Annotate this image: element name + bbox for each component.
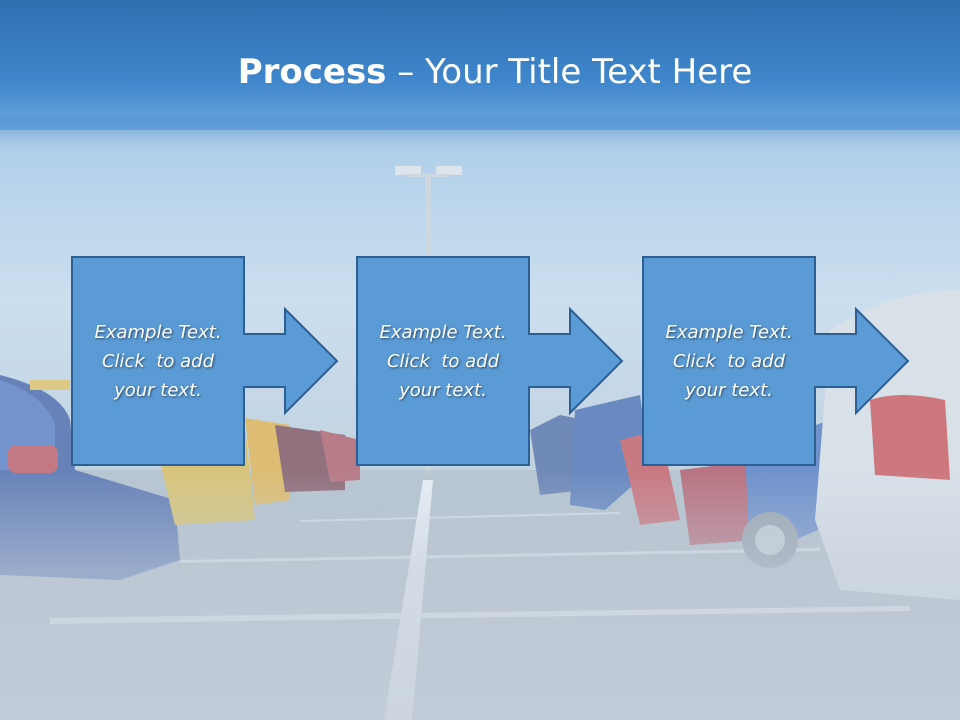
slide-title[interactable]: Process – Your Title Text Here xyxy=(0,52,960,92)
title-bold: Process xyxy=(237,52,387,92)
header-band xyxy=(0,0,960,135)
process-step-3-text[interactable]: Example Text. Click to add your text. xyxy=(643,257,815,465)
step-3-line-1: Example Text. xyxy=(665,321,793,343)
process-arrow-box-2[interactable] xyxy=(356,256,624,466)
bottom-fade xyxy=(0,470,960,720)
process-arrow-box-1[interactable] xyxy=(71,256,339,466)
process-arrow-box-3[interactable] xyxy=(642,256,910,466)
step-2-line-1: Example Text. xyxy=(379,321,507,343)
step-3-line-2: Click to add xyxy=(672,350,785,372)
process-step-2-text[interactable]: Example Text. Click to add your text. xyxy=(357,257,529,465)
title-rest: – Your Title Text Here xyxy=(386,52,753,92)
process-step-1-text[interactable]: Example Text. Click to add your text. xyxy=(72,257,244,465)
step-1-line-3: your text. xyxy=(114,379,202,401)
step-3-line-3: your text. xyxy=(685,379,773,401)
process-step-1-shape[interactable] xyxy=(71,256,339,466)
step-2-line-2: Click to add xyxy=(386,350,499,372)
process-step-2-shape[interactable] xyxy=(356,256,624,466)
step-1-line-1: Example Text. xyxy=(94,321,222,343)
lamp-left xyxy=(395,166,421,175)
lamp-right xyxy=(436,166,462,175)
process-step-3-shape[interactable] xyxy=(642,256,910,466)
step-1-line-2: Click to add xyxy=(101,350,214,372)
step-2-line-3: your text. xyxy=(399,379,487,401)
